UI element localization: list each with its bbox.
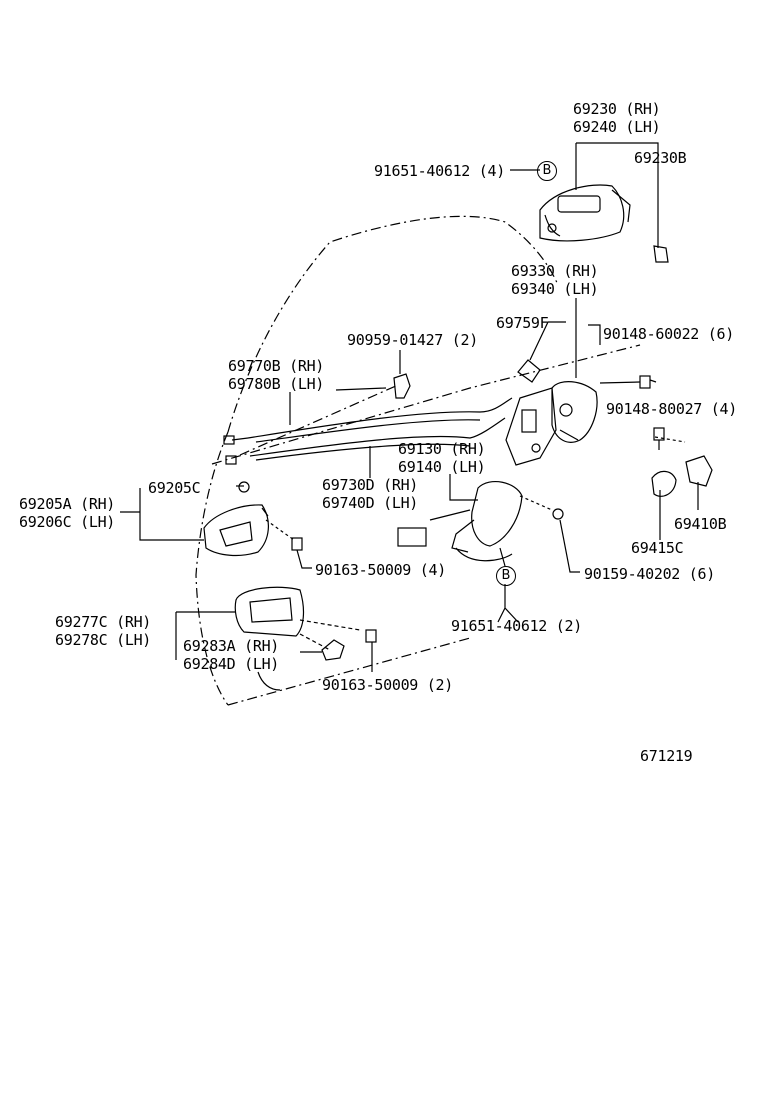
door-lock-actuator-drawing	[397, 474, 523, 562]
door-outline-bottom	[227, 637, 471, 706]
callout-b-bottom: B	[496, 566, 516, 586]
label-69770b: 69770B (RH)	[228, 357, 325, 375]
label-69130: 69130 (RH)	[398, 440, 486, 458]
handle-bezel-drawing	[234, 586, 305, 637]
label-69205a: 69205A (RH)	[19, 495, 116, 513]
label-69730d: 69730D (RH)	[322, 476, 419, 494]
label-69759f: 69759F	[496, 314, 549, 332]
label-69278c: 69278C (LH)	[55, 631, 152, 649]
door-inner-line-2	[239, 384, 399, 456]
label-69284d: 69284D (LH)	[183, 655, 280, 673]
label-69206c: 69206C (LH)	[19, 513, 116, 531]
label-69340: 69340 (LH)	[511, 280, 599, 298]
inside-handle-drawing	[203, 504, 269, 557]
label-90148-60022: 90148-60022 (6)	[603, 325, 734, 343]
cable-69730d	[249, 417, 506, 457]
label-90148-80027: 90148-80027 (4)	[606, 400, 737, 418]
door-outline-left	[195, 431, 229, 706]
label-69230: 69230 (RH)	[573, 100, 661, 118]
door-outline	[227, 215, 559, 433]
label-69410b: 69410B	[674, 515, 727, 533]
label-69330: 69330 (RH)	[511, 262, 599, 280]
clip-69230b	[653, 245, 669, 263]
door-inner-line	[211, 344, 641, 465]
label-91651-bottom: 91651-40612 (2)	[451, 617, 582, 635]
label-90163-4: 90163-50009 (4)	[315, 561, 446, 579]
label-90159: 90159-40202 (6)	[584, 565, 715, 583]
label-69240: 69240 (LH)	[573, 118, 661, 136]
striker-69410b	[685, 455, 713, 487]
label-69205c: 69205C	[148, 479, 201, 497]
label-90959: 90959-01427 (2)	[347, 331, 478, 349]
label-91651-top: 91651-40612 (4)	[374, 162, 505, 180]
label-69140: 69140 (LH)	[398, 458, 486, 476]
label-69277c: 69277C (RH)	[55, 613, 152, 631]
label-69230b: 69230B	[634, 149, 687, 167]
label-69283a: 69283A (RH)	[183, 637, 280, 655]
striker-69415c	[651, 470, 677, 497]
outside-handle-drawing	[539, 184, 631, 242]
label-90163-2: 90163-50009 (2)	[322, 676, 453, 694]
door-lock-assembly-drawing	[505, 381, 598, 466]
clip-90959	[393, 373, 411, 399]
cap-69283a	[321, 639, 345, 661]
label-69415c: 69415C	[631, 539, 684, 557]
diagram-number: 671219	[640, 747, 693, 765]
label-69740d: 69740D (LH)	[322, 494, 419, 512]
callout-b-top: B	[537, 161, 557, 181]
label-69780b: 69780B (LH)	[228, 375, 325, 393]
cable-69770b	[247, 397, 513, 439]
